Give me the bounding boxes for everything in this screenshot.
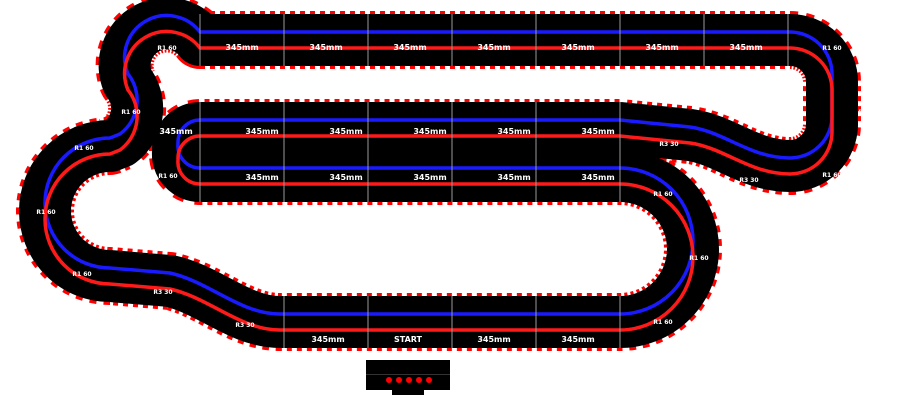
label-mid-lower-4: 345mm [497,173,530,182]
section-dividers [199,14,789,348]
label-mid-upper-5: 345mm [497,127,530,136]
label-curve-right-outer-lower: R1 60 [822,172,841,179]
label-bottom-3: 345mm [561,335,594,344]
label-curve-fl-3: R1 60 [72,271,91,278]
label-curve-tr-2: R1 60 [858,109,877,116]
start-light-4 [416,377,422,383]
start-light-5 [426,377,432,383]
label-mid-upper-2: 345mm [245,127,278,136]
start-light-2 [396,377,402,383]
label-top-7: 345mm [729,43,762,52]
label-mid-upper-6: 345mm [581,127,614,136]
label-mid-upper-3: 345mm [329,127,362,136]
label-mid-upper-4: 345mm [413,127,446,136]
label-curve-rl-2: R1 60 [689,255,708,262]
section-labels: 345mm 345mm 345mm 345mm 345mm 345mm 345m… [36,43,877,344]
start-light-3 [406,377,412,383]
label-r3-right-2: R3 30 [739,177,758,184]
start-gantry-stand [392,388,424,395]
label-mid-lower-1: 345mm [245,173,278,182]
label-curve-rl-1: R1 60 [653,191,672,198]
start-gantry-strip [366,374,450,375]
label-r3-right-1: R3 30 [659,141,678,148]
label-top-4: 345mm [477,43,510,52]
label-curve-tl-2: R1 60 [121,109,140,116]
label-curve-fl-2: R1 60 [36,209,55,216]
start-gantry [366,360,450,395]
label-top-5: 345mm [561,43,594,52]
label-mid-lower-2: 345mm [329,173,362,182]
start-light-1 [386,377,392,383]
label-mid-lower-5: 345mm [581,173,614,182]
label-start: START [394,335,423,344]
label-mid-lower-3: 345mm [413,173,446,182]
label-curve-rl-3: R1 60 [653,319,672,326]
label-top-3: 345mm [393,43,426,52]
road-surface [16,0,861,351]
label-bottom-1: 345mm [311,335,344,344]
label-curve-tr-1: R1 60 [822,45,841,52]
label-curve-tl-1: R1 60 [157,45,176,52]
label-top-6: 345mm [645,43,678,52]
label-r3-bottom-1: R3 30 [153,289,172,296]
label-mid-upper-1: 345mm [159,127,192,136]
label-bottom-2: 345mm [477,335,510,344]
label-top-1: 345mm [225,43,258,52]
label-curve-fl-1: R1 60 [74,145,93,152]
lane-red [43,29,834,332]
start-lights [386,377,432,383]
label-curve-left-inner: R1 60 [158,173,177,180]
label-r3-bottom-2: R3 30 [235,322,254,329]
label-top-2: 345mm [309,43,342,52]
